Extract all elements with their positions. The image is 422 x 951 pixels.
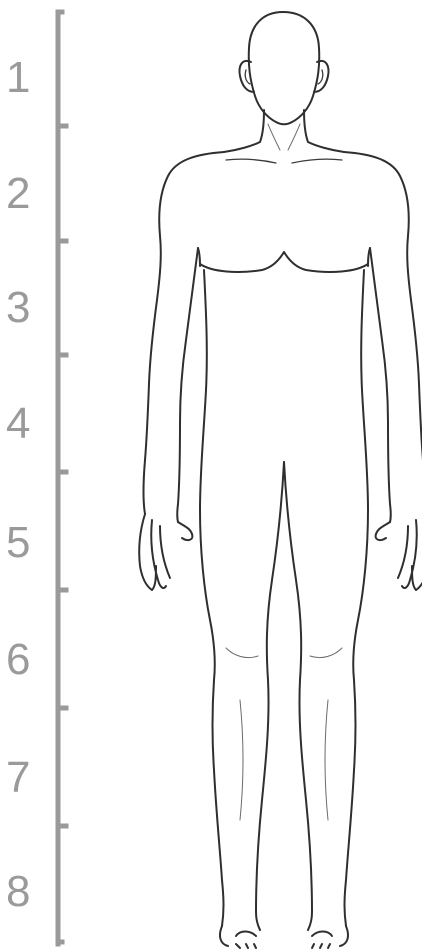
right-inner-leg (284, 462, 312, 930)
left-shin-line (240, 700, 243, 820)
neck-muscle-right (288, 124, 300, 150)
neck-right (304, 110, 344, 152)
chest-line (200, 252, 368, 272)
scale-label-6: 6 (6, 635, 30, 684)
scale-label-8: 8 (6, 867, 30, 916)
left-inner-leg (256, 462, 284, 930)
left-armpit (198, 248, 200, 266)
left-outer-arm (144, 152, 225, 514)
left-hand (139, 514, 192, 590)
scale-label-3: 3 (6, 283, 30, 332)
human-figure-outline (139, 12, 422, 948)
right-torso-leg-outer (345, 270, 369, 926)
left-torso-leg-outer (200, 270, 224, 926)
right-knee (310, 648, 342, 658)
right-hand (376, 514, 422, 590)
left-inner-arm (177, 248, 198, 522)
head-outline (249, 12, 320, 124)
scale-label-1: 1 (6, 53, 30, 102)
left-knee (226, 648, 258, 658)
right-shin-line (325, 700, 328, 820)
head-height-ruler: 1 2 3 4 5 6 7 8 (6, 12, 66, 944)
right-collarbone (292, 159, 342, 163)
right-outer-arm (344, 152, 422, 514)
right-armpit (368, 248, 370, 266)
neck-muscle-left (268, 124, 280, 150)
scale-label-7: 7 (6, 753, 30, 802)
scale-label-5: 5 (6, 518, 30, 567)
left-collarbone (226, 159, 276, 163)
scale-label-2: 2 (6, 169, 30, 218)
right-foot (312, 926, 348, 948)
right-inner-arm (370, 248, 391, 522)
left-foot (220, 926, 256, 948)
neck-left (224, 110, 264, 152)
scale-label-4: 4 (6, 399, 30, 448)
